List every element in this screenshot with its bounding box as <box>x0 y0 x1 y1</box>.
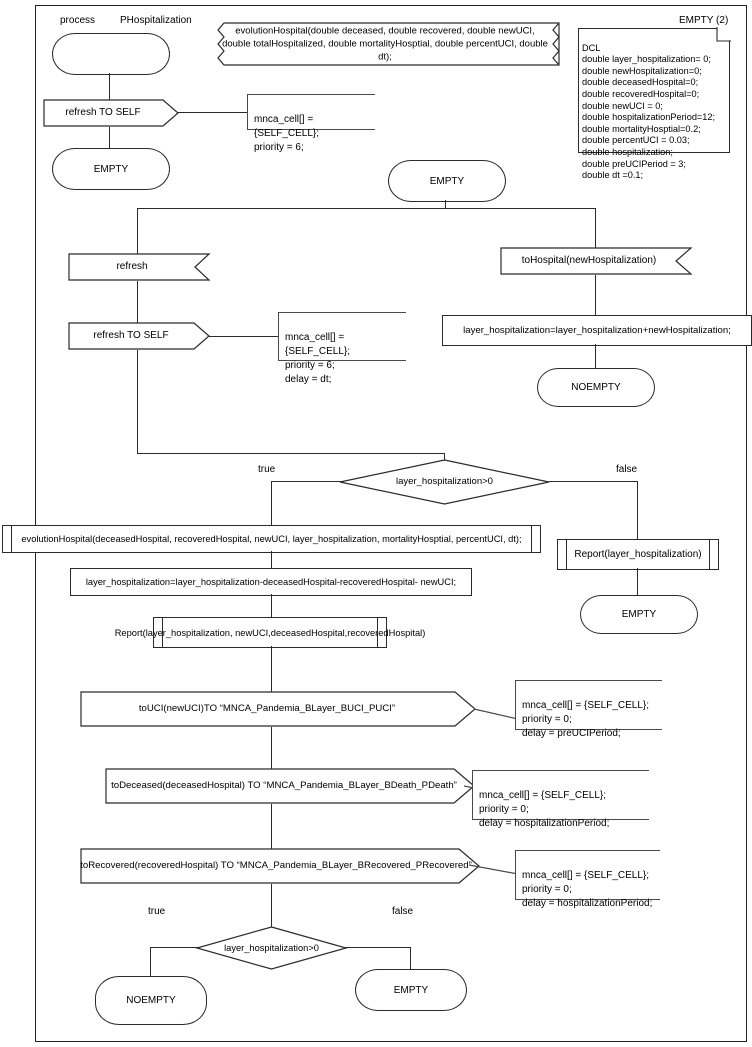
state-empty-final-label: EMPTY <box>393 984 429 996</box>
top-right-state-label: EMPTY (2) <box>679 15 729 26</box>
process-keyword: process <box>60 15 96 26</box>
flow-line <box>137 208 139 256</box>
declaration-box: DCL double layer_hospitalization= 0; dou… <box>578 28 730 180</box>
decision-1-true-label: true <box>258 464 276 475</box>
state-empty-false-branch-label: EMPTY <box>621 609 657 620</box>
declaration-text: DCL double layer_hospitalization= 0; dou… <box>582 42 716 181</box>
flow-line <box>637 481 639 540</box>
flow-line <box>137 208 596 210</box>
output-refresh-to-self-init: refresh TO SELF <box>43 99 179 127</box>
decision-2-false-label: false <box>392 906 414 917</box>
flow-line <box>637 568 639 595</box>
state-empty-init: EMPTY <box>52 148 170 190</box>
flow-line <box>271 646 273 692</box>
state-noempty-final-label: NOEMPTY <box>126 995 176 1006</box>
state-noempty-final: NOEMPTY <box>95 976 207 1025</box>
procedure-signature-symbol: evolutionHospital(double deceased, doubl… <box>210 22 560 66</box>
leader-line <box>209 336 279 338</box>
call-evolution-hospital: evolutionHospital(deceasedHospital, reco… <box>2 525 541 553</box>
note-init-output: mnca_cell[] = {SELF_CELL}; priority = 6; <box>247 94 375 153</box>
note-to-uci-text: mnca_cell[] = {SELF_CELL}; priority = 0;… <box>522 700 650 739</box>
task-add-hospitalization-label: layer_hospitalization=layer_hospitalizat… <box>463 324 731 336</box>
note-refresh-output-text: mnca_cell[] = {SELF_CELL}; priority = 6;… <box>285 332 351 385</box>
note-to-uci: mnca_cell[] = {SELF_CELL}; priority = 0;… <box>515 680 662 739</box>
flow-line <box>271 804 273 849</box>
call-evolution-hospital-label: evolutionHospital(deceasedHospital, reco… <box>21 534 522 544</box>
flow-line <box>595 275 597 316</box>
call-report-false-branch: Report(layer_hospitalization) <box>557 539 719 570</box>
process-frame <box>35 5 747 1042</box>
declaration-fold-lines <box>716 27 731 42</box>
call-report-false-branch-label: Report(layer_hospitalization) <box>574 549 702 560</box>
start-state <box>52 33 170 75</box>
task-add-hospitalization: layer_hospitalization=layer_hospitalizat… <box>442 315 752 346</box>
flow-line <box>150 947 152 977</box>
leader-line <box>178 112 248 114</box>
flow-line <box>595 208 597 248</box>
flow-line <box>271 727 273 769</box>
folded-corner-icon <box>717 28 730 41</box>
flow-line <box>109 127 111 149</box>
note-to-recovered: mnca_cell[] = {SELF_CELL}; priority = 0;… <box>515 850 660 909</box>
leader-line <box>474 708 519 720</box>
state-empty-final: EMPTY <box>355 969 467 1011</box>
task-subtract-hospitalization: layer_hospitalization=layer_hospitalizat… <box>70 568 472 596</box>
decision-1-false-label: false <box>616 464 638 475</box>
flow-line <box>137 350 139 454</box>
flow-line <box>150 947 198 949</box>
decision-layer-hospitalization-2: layer_hospitalization>0 <box>194 926 349 970</box>
note-refresh-output: mnca_cell[] = {SELF_CELL}; priority = 6;… <box>278 312 406 385</box>
flow-line <box>271 884 273 927</box>
flow-line <box>271 481 273 526</box>
flow-line <box>137 453 445 455</box>
note-to-recovered-text: mnca_cell[] = {SELF_CELL}; priority = 0;… <box>522 870 653 909</box>
call-report-main: Report(layer_hospitalization, newUCI,dec… <box>115 617 425 648</box>
output-to-recovered: toRecovered(recoveredHospital) TO “MNCA_… <box>80 848 480 884</box>
input-refresh: refresh <box>68 253 211 281</box>
note-to-deceased: mnca_cell[] = {SELF_CELL}; priority = 0;… <box>472 770 649 829</box>
flow-line <box>549 481 638 483</box>
flow-line <box>445 200 447 209</box>
flow-line <box>271 594 273 618</box>
input-tohospital: toHospital(newHospitalization) <box>500 247 693 275</box>
output-refresh-to-self: refresh TO SELF <box>68 322 210 350</box>
decision-2-true-label: true <box>148 906 166 917</box>
state-empty-main-label: EMPTY <box>429 175 465 187</box>
flow-line <box>271 481 341 483</box>
flow-line <box>271 551 273 569</box>
task-subtract-hospitalization-label: layer_hospitalization=layer_hospitalizat… <box>85 577 457 587</box>
decision-layer-hospitalization-1: layer_hospitalization>0 <box>339 459 550 505</box>
state-empty-init-label: EMPTY <box>93 163 129 175</box>
flow-line <box>345 947 411 949</box>
note-init-output-text: mnca_cell[] = {SELF_CELL}; priority = 6; <box>254 114 320 153</box>
note-to-deceased-text: mnca_cell[] = {SELF_CELL}; priority = 0;… <box>479 790 610 829</box>
state-empty-main: EMPTY <box>388 160 506 202</box>
output-to-deceased: toDeceased(deceasedHospital) TO “MNCA_Pa… <box>105 768 475 804</box>
call-report-main-label: Report(layer_hospitalization, newUCI,dec… <box>114 627 426 638</box>
flow-line <box>410 947 412 970</box>
flow-line <box>137 281 139 323</box>
state-empty-false-branch: EMPTY <box>580 595 698 634</box>
process-name: PHospitalization <box>120 15 192 26</box>
flow-line <box>595 344 597 369</box>
leader-line <box>469 864 519 875</box>
flow-line <box>109 73 111 100</box>
output-to-uci: toUCI(newUCI)TO “MNCA_Pandemia_BLayer_BU… <box>80 691 476 727</box>
state-noempty-tohospital-label: NOEMPTY <box>571 382 621 393</box>
state-noempty-tohospital: NOEMPTY <box>537 368 655 407</box>
